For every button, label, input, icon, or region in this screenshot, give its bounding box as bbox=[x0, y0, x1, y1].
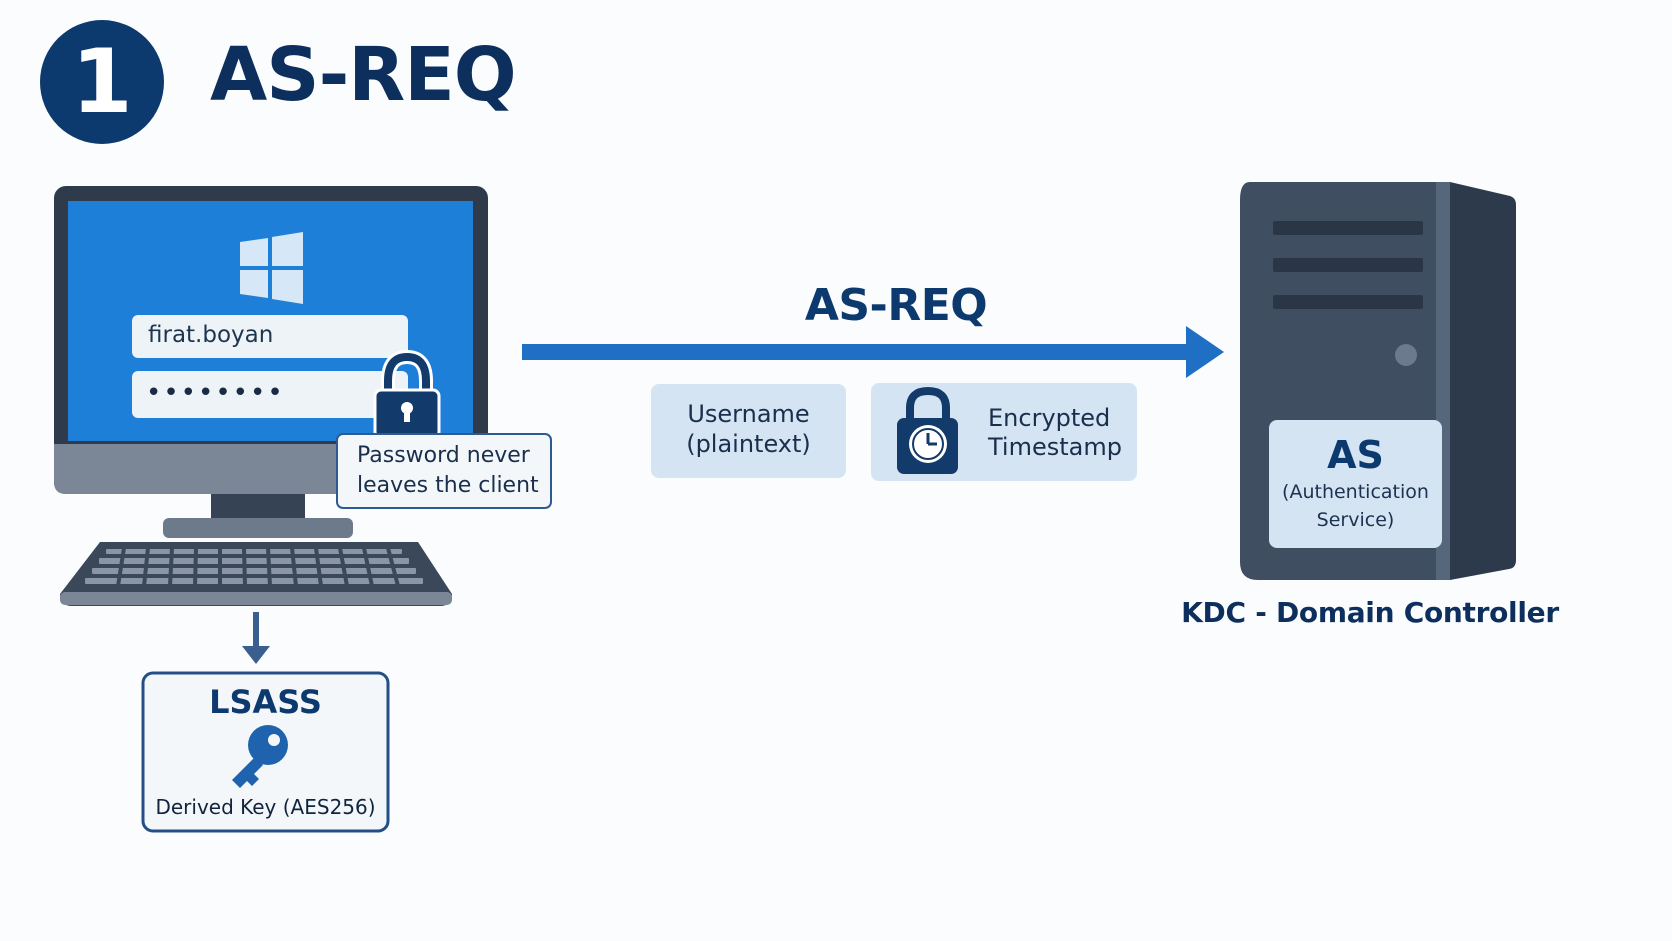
as-service-panel bbox=[1269, 420, 1442, 548]
timestamp-pill-line-2: Timestamp bbox=[988, 433, 1122, 461]
lsass-key-label: Derived Key (AES256) bbox=[155, 795, 376, 819]
as-service-sub-line-2: Service) bbox=[1316, 509, 1395, 531]
windows-logo-icon bbox=[240, 232, 303, 304]
timestamp-pill-line-1: Encrypted bbox=[988, 404, 1111, 432]
as-service-sub-line-1: (Authentication bbox=[1282, 481, 1429, 503]
key-icon bbox=[232, 725, 288, 788]
server-label: KDC - Domain Controller bbox=[1181, 596, 1559, 629]
as-service-title: AS bbox=[1327, 433, 1384, 477]
step-number-badge: 1 bbox=[40, 20, 164, 144]
password-field bbox=[132, 371, 408, 418]
username-value: firat.boyan bbox=[148, 322, 274, 348]
username-pill bbox=[651, 384, 846, 478]
clock-lock-icon bbox=[897, 386, 958, 474]
padlock-icon bbox=[373, 349, 441, 440]
keyboard bbox=[60, 542, 452, 606]
lsass-title: LSASS bbox=[209, 683, 322, 721]
arrow-right-icon bbox=[522, 326, 1224, 378]
username-pill-line-2: (plaintext) bbox=[686, 430, 811, 458]
page-title: AS-REQ bbox=[210, 32, 517, 118]
username-field bbox=[132, 315, 408, 358]
arrow-down-icon bbox=[242, 612, 270, 664]
password-mask: •••••••• bbox=[146, 378, 285, 408]
step-number: 1 bbox=[71, 30, 133, 133]
password-callout-box bbox=[336, 433, 552, 509]
callout-line-2: leaves the client bbox=[357, 473, 539, 498]
callout-line-1: Password never bbox=[357, 443, 530, 468]
arrow-label: AS-REQ bbox=[804, 280, 988, 331]
username-pill-line-1: Username bbox=[687, 400, 810, 428]
